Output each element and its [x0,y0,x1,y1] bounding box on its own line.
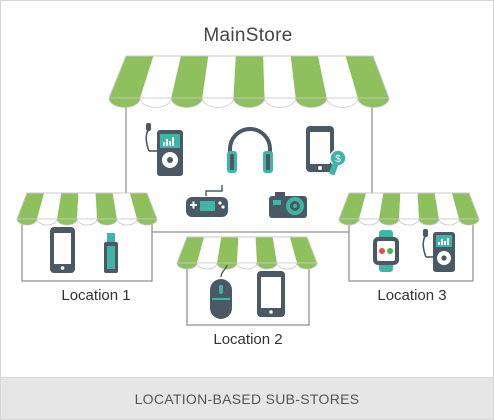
main-store-awning [108,55,390,108]
awning-stripe [451,193,479,219]
awning-stripe [77,193,97,219]
awning-scallop [108,97,141,108]
location-2-awning [176,236,318,270]
awning-scallop [201,97,234,108]
camera-icon [269,192,307,218]
awning-scallop [264,97,297,108]
awning-stripe [399,193,419,219]
awning-stripe [140,56,181,98]
awning-stripe [263,56,296,98]
awning-stripe [202,56,236,98]
awning-scallop [136,218,158,226]
location-1-building [21,218,153,282]
awning-stripe [272,237,297,263]
awning-stripe [289,237,317,263]
main-store [108,55,390,233]
location-2-store [176,236,318,326]
awning-stripe [217,237,239,263]
awning-scallop [139,97,172,108]
awning-stripe [434,193,459,219]
location-2-building [186,262,310,326]
svg-text:$: $ [335,154,341,165]
smartwatch-icon [373,230,399,272]
awning-scallop [295,97,328,108]
awning-stripe [255,237,277,263]
awning-stripe [417,193,439,219]
awning-stripe [37,193,62,219]
awning-stripe [109,56,154,98]
awning-scallop [357,97,390,108]
location-3-store [338,192,480,282]
location-2-label: Location 2 [213,331,283,348]
awning-stripe [359,193,384,219]
smartphone-payment-icon: $ [306,126,347,176]
footer-bar: LOCATION-BASED SUB-STORES [1,377,493,419]
awning-stripe [345,56,389,98]
smartphone-icon [257,271,285,317]
location-1-awning [16,192,158,226]
awning-stripe [17,193,45,219]
awning-stripe [379,193,401,219]
awning-stripe [318,56,358,98]
usb-drive-icon [104,233,118,273]
awning-stripe [290,56,327,98]
awning-stripe [95,193,117,219]
footer-caption: LOCATION-BASED SUB-STORES [134,391,360,407]
awning-stripe [129,193,157,219]
mp3-player-icon [422,229,455,272]
awning-stripe [237,237,257,263]
game-controller-icon [186,185,228,217]
awning-stripe [57,193,79,219]
awning-scallop [170,97,203,108]
awning-stripe [339,193,367,219]
awning-scallop [296,262,318,270]
location-3-awning [338,192,480,226]
awning-stripe [233,56,265,98]
awning-stripe [171,56,209,98]
awning-stripe [112,193,137,219]
store-diagram: $ [16,55,480,326]
headphones-icon [227,127,273,173]
smartphone-icon [50,227,75,273]
awning-scallop [458,218,480,226]
awning-stripe [177,237,205,263]
awning-scallop [326,97,359,108]
awning-scallop [233,97,265,108]
computer-mouse-icon [210,264,232,319]
main-store-title: MainStore [203,25,293,46]
awning-stripe [197,237,222,263]
location-1-store [16,192,158,282]
location-3-label: Location 3 [377,287,447,304]
location-1-label: Location 1 [61,287,131,304]
mp3-player-icon [145,123,183,176]
